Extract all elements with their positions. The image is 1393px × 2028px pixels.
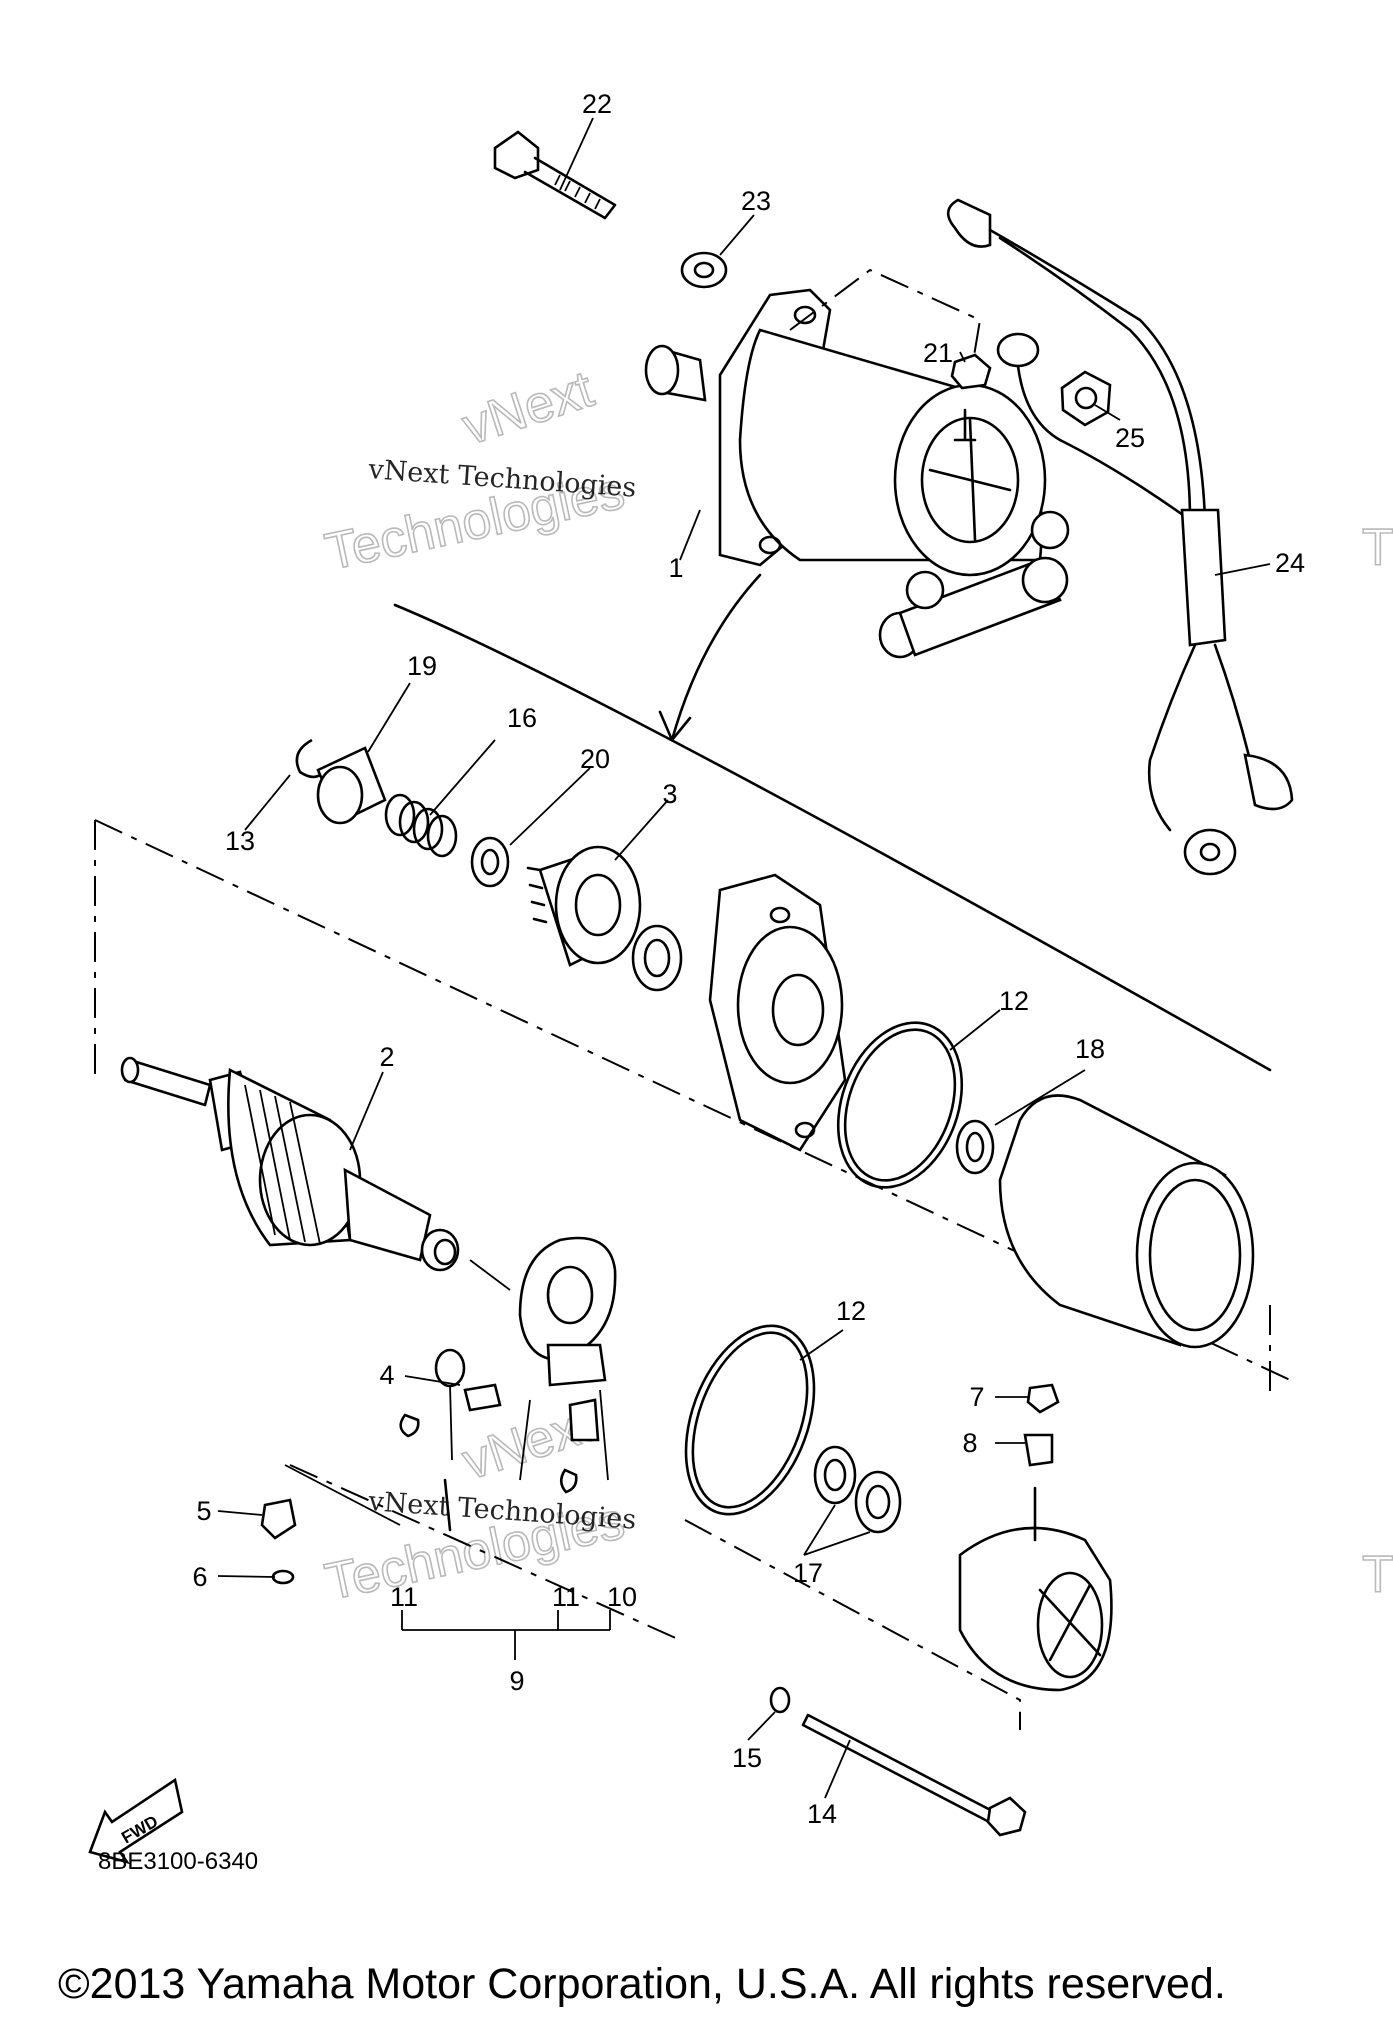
- part-21-nut: [950, 353, 992, 390]
- callout-2: 2: [379, 1042, 394, 1072]
- callout-11-left: 11: [390, 1582, 418, 1612]
- watermark-top: vNext Technologies vNext Technologies: [320, 359, 638, 582]
- assembly-arrow: [670, 573, 762, 742]
- part-20-washer: [470, 836, 510, 888]
- part-front-bracket: [708, 873, 847, 1152]
- part-11-screw: [443, 1468, 578, 1532]
- callout-22: 22: [582, 89, 612, 119]
- watermark-edge-top: T: [1362, 519, 1393, 577]
- part-oring-small: [631, 924, 683, 992]
- callout-13: 13: [225, 826, 255, 856]
- part-13-circlip: [295, 738, 321, 779]
- callout-24: 24: [1275, 548, 1305, 578]
- callout-23: 23: [741, 186, 771, 216]
- armature-to-plate-lead: [469, 1259, 511, 1291]
- part-12-oring-upper: [836, 1021, 964, 1189]
- part-23-washer: [680, 251, 728, 289]
- panel-bottom-dash: [684, 1519, 1021, 1730]
- callout-4: 4: [379, 1360, 394, 1390]
- part-yoke: [998, 1094, 1255, 1349]
- part-14-through-bolt: [801, 1713, 1027, 1837]
- document-code: 8BE3100-6340: [98, 1848, 259, 1875]
- part-15-washer: [769, 1686, 791, 1714]
- part-2-armature: [120, 1056, 460, 1272]
- callout-6: 6: [192, 1562, 207, 1592]
- part-25-nut: [1060, 370, 1112, 427]
- leader-lines: [217, 117, 1271, 1799]
- part-8-washer: [1023, 1433, 1054, 1467]
- part-17-oring-pair: [813, 1445, 902, 1534]
- part-4-brush: [399, 1383, 502, 1438]
- callout-1: 1: [668, 553, 683, 583]
- callout-25: 25: [1115, 423, 1145, 453]
- callout-15: 15: [732, 1743, 762, 1773]
- callout-11-right: 11: [552, 1582, 580, 1612]
- part-7-nut: [1026, 1383, 1060, 1414]
- callout-10: 10: [607, 1582, 637, 1612]
- panel-lower-dash: [289, 1464, 681, 1641]
- callout-17: 17: [793, 1558, 823, 1588]
- panel-top-edge: [393, 603, 1272, 1072]
- part-18-oring: [955, 1119, 995, 1175]
- callout-16: 16: [507, 703, 537, 733]
- callout-numbers: 22 23 21 25 24 1 19 16 20 3 13 12 18 2 1…: [192, 89, 1305, 1829]
- callout-14: 14: [807, 1799, 837, 1829]
- part-5-nut: [260, 1498, 297, 1540]
- callout-18: 18: [1075, 1034, 1105, 1064]
- part-brush-plate: [434, 1236, 617, 1481]
- watermark-edge-bottom: T: [1362, 1546, 1393, 1604]
- callout-9: 9: [509, 1666, 524, 1696]
- callout-3: 3: [662, 779, 677, 809]
- dash-bracket-21: [789, 268, 982, 381]
- callout-20: 20: [580, 744, 610, 774]
- part-rear-cover: [958, 1486, 1113, 1692]
- part-24-lead-wire: [946, 198, 1294, 876]
- callout-8: 8: [962, 1428, 977, 1458]
- callout-7: 7: [969, 1382, 984, 1412]
- part-3-pinion-clutch: [526, 845, 642, 967]
- part-22-bolt: [493, 130, 617, 220]
- copyright-notice: ©2013 Yamaha Motor Corporation, U.S.A. A…: [58, 1960, 1226, 2008]
- part-16-spring: [384, 793, 458, 858]
- callout-12-lower: 12: [836, 1296, 866, 1326]
- fwd-arrow-icon: FWD: [88, 1777, 184, 1865]
- callout-12-upper: 12: [999, 986, 1029, 1016]
- callout-21: 21: [923, 338, 953, 368]
- part-19-collar: [316, 746, 387, 825]
- svg-text:vNext: vNext: [456, 360, 601, 456]
- callout-19: 19: [407, 651, 437, 681]
- part-1-starter-motor: [644, 288, 1070, 659]
- part-12-oring-lower: [684, 1324, 816, 1516]
- callout-5: 5: [196, 1496, 211, 1526]
- panel-upper-dash: [94, 819, 1291, 1381]
- part-6-washer: [271, 1569, 295, 1585]
